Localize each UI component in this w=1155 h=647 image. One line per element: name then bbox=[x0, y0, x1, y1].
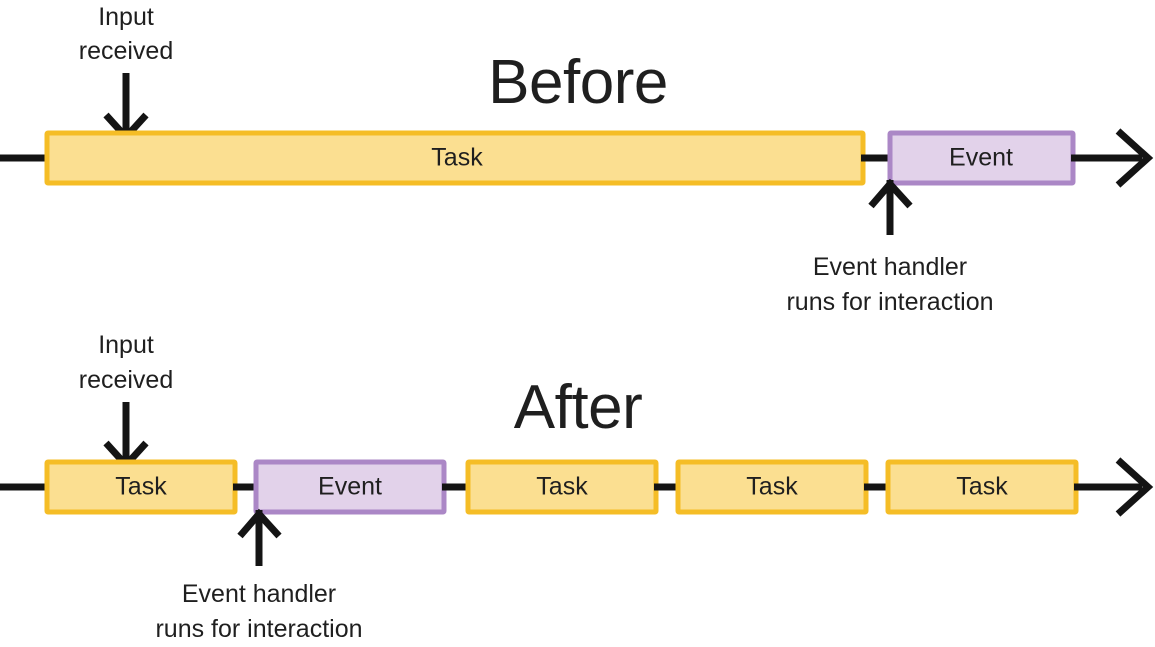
before-event-handler-label-line1: Event handler bbox=[813, 253, 967, 281]
after-task-box-4-label: Task bbox=[956, 473, 1008, 501]
before-input-received-label-line1: Input bbox=[98, 3, 154, 31]
before-timeline-right-arrow-icon bbox=[1071, 128, 1154, 188]
after-event-handler-arrow-icon bbox=[237, 508, 282, 566]
after-timeline-right-arrow-icon bbox=[1074, 457, 1154, 517]
after-event-box-label: Event bbox=[318, 473, 382, 501]
after-input-received-arrow-icon bbox=[103, 402, 149, 471]
before-event-handler-label-line2: runs for interaction bbox=[786, 288, 993, 316]
before-task-box-label: Task bbox=[431, 144, 483, 172]
after-task-box-3-label: Task bbox=[746, 473, 798, 501]
before-event-box-label: Event bbox=[949, 144, 1013, 172]
before-section-title: Before bbox=[488, 48, 668, 117]
after-input-received-label-line2: received bbox=[79, 366, 174, 394]
before-input-received-label-line2: received bbox=[79, 37, 174, 65]
after-event-handler-label-line1: Event handler bbox=[182, 580, 336, 608]
after-task-box-1-label: Task bbox=[115, 473, 167, 501]
after-section-title: After bbox=[514, 373, 642, 442]
before-event-handler-arrow-icon bbox=[868, 178, 913, 235]
after-task-box-2-label: Task bbox=[536, 473, 588, 501]
after-input-received-label-line1: Input bbox=[98, 331, 154, 359]
after-event-handler-label-line2: runs for interaction bbox=[155, 615, 362, 643]
before-input-received-arrow-icon bbox=[103, 73, 149, 143]
